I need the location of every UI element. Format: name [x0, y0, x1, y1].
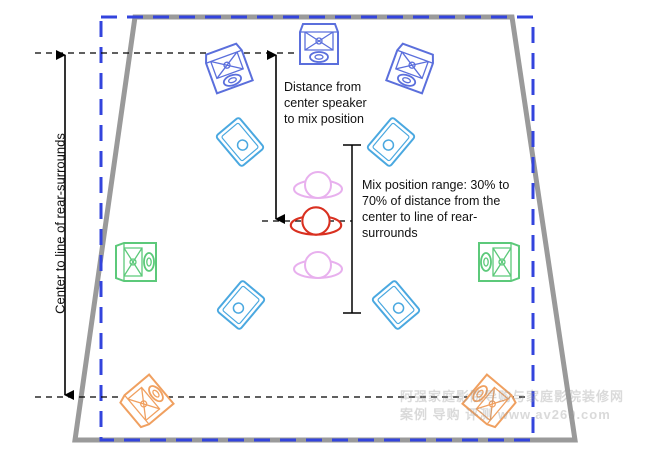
mix-range-label: Mix position range: 30% to 70% of distan… [362, 178, 510, 240]
side-left-front-speaker-icon [214, 116, 266, 168]
side-left-rear-speaker-icon [215, 279, 267, 331]
side-right-rear-speaker-icon [370, 279, 422, 331]
wide-left-speaker-icon [115, 242, 157, 282]
wide-right-speaker-icon [478, 242, 520, 282]
listener-front-icon [293, 171, 343, 199]
boundary-dashed [99, 15, 535, 442]
room-outline [72, 14, 578, 443]
front-right-speaker-icon [385, 41, 437, 95]
watermark: 阿强家庭影院导购与家庭影院装修网 案例 导购 评测 www.av269.com [400, 388, 624, 424]
range-bracket [343, 144, 361, 314]
front-left-speaker-icon [202, 41, 254, 95]
distance-label: Distance from center speaker to mix posi… [284, 80, 367, 126]
center-speaker-icon [299, 23, 339, 65]
rear-left-speaker-icon [117, 373, 175, 431]
listener-rear-icon [293, 251, 343, 279]
watermark-line-1: 阿强家庭影院导购与家庭影院装修网 [400, 389, 625, 404]
watermark-line-2: 案例 导购 评测 www.av269.com [400, 407, 611, 422]
center-to-rear-label: Center to line of rear-surrounds [52, 133, 68, 314]
